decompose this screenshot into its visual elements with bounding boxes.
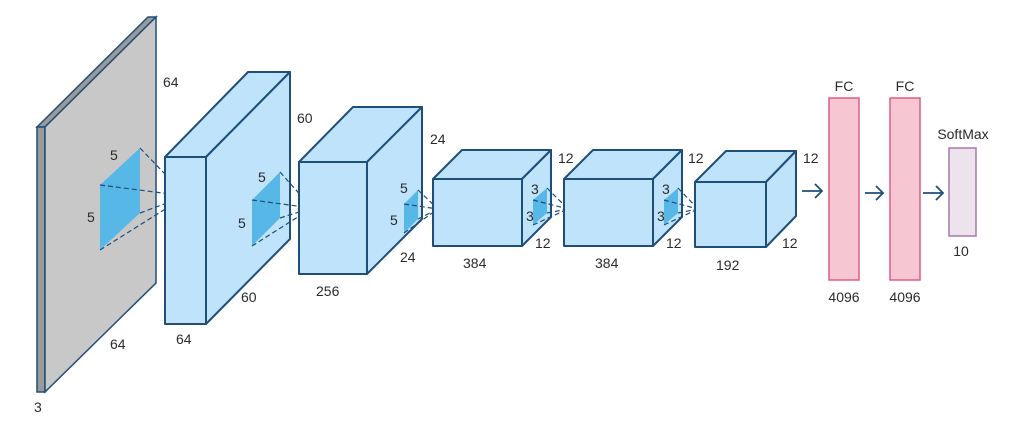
conv3-depth-label: 384	[463, 255, 487, 271]
input-kernel-projection-1	[139, 147, 187, 197]
conv5-front-face	[694, 181, 767, 248]
conv4-kernel	[664, 188, 678, 225]
fc-layer-1: FC 4096	[828, 78, 860, 305]
conv3-height-label: 12	[558, 150, 574, 166]
fc2-units: 4096	[889, 289, 920, 305]
input-kernel-h-label: 5	[110, 147, 118, 163]
conv-block-2: 5 5 24 24 256	[298, 106, 446, 299]
conv1-depth-label: 64	[176, 331, 192, 347]
conv2-kernel-projection-1	[417, 189, 439, 210]
fc2-title: FC	[896, 78, 915, 94]
conv4-kernel-projection-3	[663, 208, 699, 226]
conv4-kernel-projection-2	[663, 199, 699, 210]
arrowhead-icon	[935, 185, 945, 201]
fc1-title: FC	[835, 78, 854, 94]
conv-block-4: 3 3 12 12 384	[563, 149, 704, 271]
conv4-width-label: 12	[666, 235, 682, 251]
conv2-kernel	[404, 190, 418, 233]
conv4-depth-label: 384	[595, 255, 619, 271]
softmax-title: SoftMax	[937, 126, 988, 142]
conv5-depth-label: 192	[716, 257, 740, 273]
conv2-kernel-w-label: 5	[390, 212, 398, 228]
conv4-front-face	[563, 178, 654, 247]
conv1-kernel-w-label: 5	[238, 215, 246, 231]
fc1-units: 4096	[828, 289, 859, 305]
conv5-width-label: 12	[782, 235, 798, 251]
conv-block-3: 3 3 12 12 384	[432, 149, 574, 271]
conv1-kernel-h-label: 5	[258, 169, 266, 185]
conv2-kernel-h-label: 5	[400, 180, 408, 196]
input-kernel	[100, 148, 140, 250]
conv2-front-face	[298, 161, 368, 275]
conv2-depth-label: 256	[316, 283, 340, 299]
conv1-kernel	[252, 172, 280, 246]
arrow-fc2-to-softmax	[923, 185, 945, 201]
arrowhead-icon	[875, 185, 885, 201]
softmax-layer: SoftMax 10	[937, 126, 988, 259]
conv3-kernel-projection-3	[532, 208, 569, 226]
conv3-kernel-w-label: 3	[526, 208, 534, 224]
arrowhead-icon	[814, 183, 824, 199]
conv2-width-label: 24	[400, 249, 416, 265]
conv4-kernel-w-label: 3	[657, 208, 665, 224]
conv1-front-face	[164, 156, 207, 325]
conv4-height-label: 12	[688, 150, 704, 166]
conv3-front-face	[432, 178, 523, 247]
arrow-fc1-to-fc2	[865, 185, 885, 201]
input-depth-label: 3	[34, 399, 42, 415]
conv1-width-label: 60	[241, 289, 257, 305]
arrow-conv5-to-fc1	[802, 183, 824, 199]
fc-layer-2: FC 4096	[889, 78, 921, 305]
conv3-kernel	[533, 188, 547, 225]
conv-block-5: 12 12 192	[694, 150, 819, 273]
conv4-kernel-h-label: 3	[662, 181, 670, 197]
softmax-bar	[948, 147, 977, 237]
fc1-bar	[828, 97, 860, 281]
input-layer: 5 5 64 64 3	[34, 15, 187, 415]
conv3-width-label: 12	[535, 235, 551, 251]
conv3-kernel-h-label: 3	[531, 181, 539, 197]
conv-block-1: 5 5 60 60 64	[164, 71, 313, 347]
input-kernel-w-label: 5	[87, 209, 95, 225]
input-height-label: 64	[163, 74, 179, 90]
fc2-bar	[889, 97, 921, 281]
input-side-face	[36, 126, 46, 393]
conv3-kernel-projection-2	[532, 199, 569, 210]
conv2-height-label: 24	[430, 131, 446, 147]
softmax-units: 10	[953, 243, 969, 259]
conv5-height-label: 12	[803, 150, 819, 166]
input-width-label: 64	[110, 336, 126, 352]
conv1-height-label: 60	[297, 110, 313, 126]
